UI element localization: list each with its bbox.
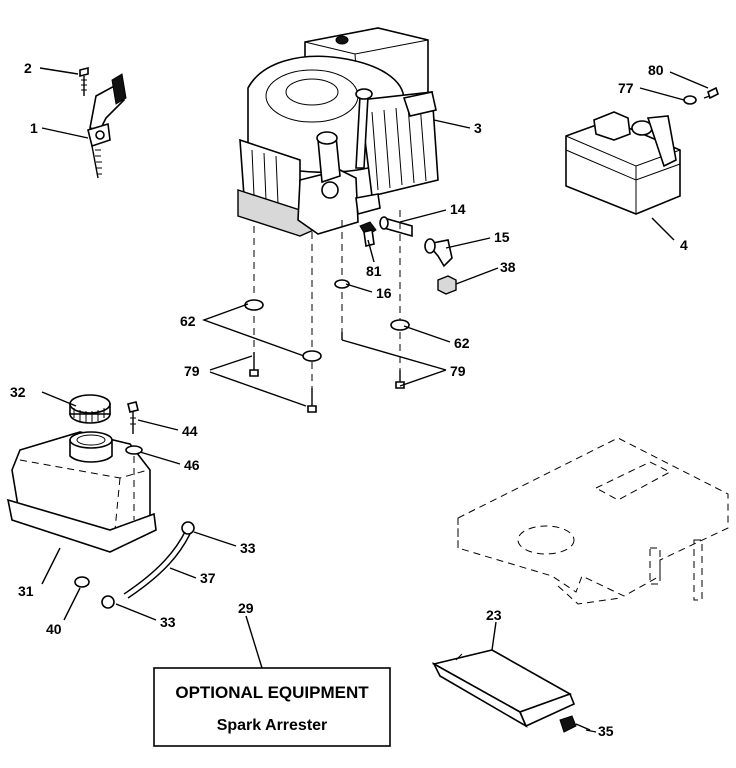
callout-31: 31: [18, 583, 34, 599]
callout-35: 35: [598, 723, 614, 739]
callout-14: 14: [450, 201, 466, 217]
clamp-part-33[interactable]: [101, 521, 195, 609]
throttle-control-part-1[interactable]: [87, 73, 127, 179]
callout-4: 4: [680, 237, 688, 253]
screw-part-80[interactable]: [703, 86, 719, 100]
callout-79-left: 79: [184, 363, 200, 379]
fuel-tank-part-31[interactable]: [6, 431, 157, 553]
callout-1: 1: [30, 120, 38, 136]
callout-33-bottom: 33: [160, 614, 176, 630]
callout-77: 77: [618, 80, 634, 96]
callout-23: 23: [486, 607, 502, 623]
callout-labels: 2 1 3 80 77 4 14 15 38 81 16 62 62 79 79…: [10, 60, 688, 739]
screw-part-44[interactable]: [127, 401, 139, 434]
chassis-plate-reference: [457, 437, 729, 605]
engine-part-3[interactable]: [237, 27, 439, 237]
callout-29: 29: [238, 600, 254, 616]
optional-equipment-box: OPTIONAL EQUIPMENT Spark Arrester: [153, 667, 391, 747]
washer-part-16[interactable]: [334, 279, 350, 289]
callout-46: 46: [184, 457, 200, 473]
washer-part-46[interactable]: [125, 445, 143, 520]
callout-81: 81: [366, 263, 382, 279]
bolt-part-79[interactable]: [249, 332, 405, 413]
callout-80: 80: [648, 62, 664, 78]
callout-79-right: 79: [450, 363, 466, 379]
washer-part-62-left[interactable]: [244, 299, 322, 362]
callout-38: 38: [500, 259, 516, 275]
callout-2: 2: [24, 60, 32, 76]
optional-equipment-title: OPTIONAL EQUIPMENT: [175, 683, 369, 702]
screw-part-35[interactable]: [559, 715, 591, 733]
leader-lines: [39, 67, 709, 733]
bushing-part-40[interactable]: [74, 576, 90, 588]
fitting-part-81[interactable]: [359, 221, 377, 247]
nut-part-38[interactable]: [437, 275, 457, 295]
callout-37: 37: [200, 570, 216, 586]
washer-part-77[interactable]: [683, 95, 697, 105]
callout-33-top: 33: [240, 540, 256, 556]
callout-15: 15: [494, 229, 510, 245]
elbow-fitting-part-15[interactable]: [424, 238, 453, 268]
callout-3: 3: [474, 120, 482, 136]
fuel-cap-part-32[interactable]: [69, 394, 111, 424]
spark-arrester-label: Spark Arrester: [217, 717, 328, 734]
callout-40: 40: [46, 621, 62, 637]
callout-16: 16: [376, 285, 392, 301]
fuel-line-part-37[interactable]: [123, 529, 191, 599]
callout-62-left: 62: [180, 313, 196, 329]
muffler-part-4[interactable]: [565, 111, 681, 215]
spark-arrester-part-23[interactable]: [431, 649, 576, 728]
callout-32: 32: [10, 384, 26, 400]
fuel-fitting-part-14[interactable]: [379, 216, 413, 238]
mounting-dashed-lines: [253, 210, 401, 402]
screw-part-2[interactable]: [79, 66, 89, 96]
callout-44: 44: [182, 423, 198, 439]
callout-62-right: 62: [454, 335, 470, 351]
washer-part-62-right[interactable]: [390, 319, 410, 331]
